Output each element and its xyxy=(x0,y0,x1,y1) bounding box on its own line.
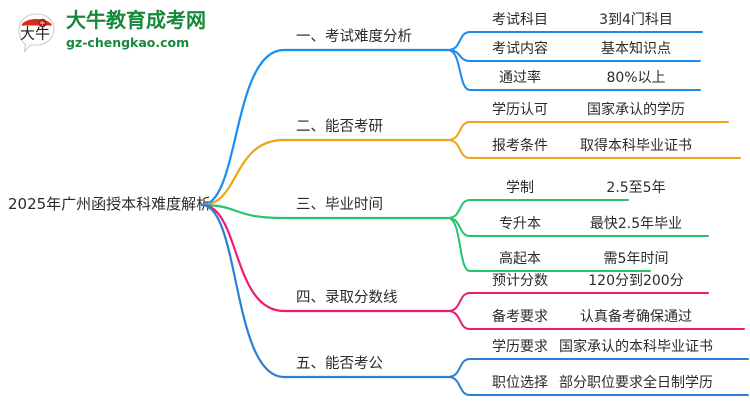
mindmap-leaf-key: 学历认可 xyxy=(492,102,548,118)
logo-title: 大牛教育成考网 xyxy=(66,8,206,32)
site-logo: 牛 大牛 大牛教育成考网 gz-chengkao.com xyxy=(14,6,214,58)
mindmap-leaf-key: 学历要求 xyxy=(492,339,548,355)
mindmap-leaf-row[interactable]: 学历认可 国家承认的学历 xyxy=(0,99,750,121)
mindmap-leaf-value: 2.5至5年 xyxy=(606,180,666,196)
logo-mark-icon: 牛 大牛 xyxy=(18,13,55,54)
svg-text:大牛: 大牛 xyxy=(20,25,50,43)
mindmap-leaf-value: 取得本科毕业证书 xyxy=(580,138,692,154)
mindmap-leaf-value: 认真备考确保通过 xyxy=(580,309,692,325)
mindmap-leaf-key: 专升本 xyxy=(499,216,541,232)
mindmap-branch-label[interactable]: 五、能否考公 xyxy=(296,356,383,372)
mindmap-leaf-row[interactable]: 职位选择部分职位要求全日制学历 xyxy=(0,372,750,394)
mindmap-leaf-row[interactable]: 学制 2.5至5年 xyxy=(0,177,750,199)
logo-domain: gz-chengkao.com xyxy=(66,35,190,50)
mindmap-branch-label[interactable]: 四、录取分数线 xyxy=(296,290,398,306)
mindmap-leaf-row[interactable]: 备考要求 认真备考确保通过 xyxy=(0,306,750,328)
mindmap-leaf-row[interactable]: 考试科目 3到4门科目 xyxy=(0,9,750,31)
mindmap-leaf-key: 预计分数 xyxy=(492,273,548,289)
mindmap-leaf-row[interactable]: 学历要求国家承认的本科毕业证书 xyxy=(0,336,750,358)
mindmap-leaf-value: 80%以上 xyxy=(606,70,666,86)
mindmap-root-title: 2025年广州函授本科难度解析 xyxy=(8,195,212,213)
mindmap-leaf-key: 考试科目 xyxy=(492,12,548,28)
mindmap-leaf-value: 部分职位要求全日制学历 xyxy=(559,375,713,391)
mindmap-leaf-row[interactable]: 预计分数 120分到200分 xyxy=(0,270,750,292)
mindmap-leaf-key: 学制 xyxy=(506,180,534,196)
mindmap-leaf-value: 3到4门科目 xyxy=(599,12,673,28)
mindmap-leaf-key: 职位选择 xyxy=(492,375,548,391)
logo-text: 大牛教育成考网 gz-chengkao.com xyxy=(66,8,216,51)
mindmap-leaf-value: 需5年时间 xyxy=(603,251,669,267)
mindmap-leaf-row[interactable]: 报考条件 取得本科毕业证书 xyxy=(0,135,750,157)
mindmap-leaf-key: 通过率 xyxy=(499,70,541,86)
mindmap-leaf-key: 报考条件 xyxy=(492,138,548,154)
mindmap-leaf-key: 考试内容 xyxy=(492,41,548,57)
mindmap-leaf-value: 国家承认的学历 xyxy=(587,102,685,118)
mindmap-leaf-row[interactable]: 考试内容 基本知识点 xyxy=(0,38,750,60)
mindmap-leaf-value: 国家承认的本科毕业证书 xyxy=(559,339,713,355)
mindmap-leaf-value: 最快2.5年毕业 xyxy=(589,216,683,232)
mindmap-leaf-row[interactable]: 高起本 需5年时间 xyxy=(0,248,750,270)
mindmap-leaf-row[interactable]: 通过率 80%以上 xyxy=(0,67,750,89)
mindmap-branch-label[interactable]: 三、毕业时间 xyxy=(296,197,383,213)
mindmap-branch-label[interactable]: 一、考试难度分析 xyxy=(296,29,412,45)
mindmap-leaf-row[interactable]: 专升本 最快2.5年毕业 xyxy=(0,213,750,235)
svg-text:牛: 牛 xyxy=(40,19,45,27)
mindmap-branch-label[interactable]: 二、能否考研 xyxy=(296,119,383,135)
mindmap-leaf-value: 120分到200分 xyxy=(588,273,684,289)
mindmap-leaf-key: 高起本 xyxy=(499,251,541,267)
mindmap-leaf-key: 备考要求 xyxy=(492,309,548,325)
mindmap-leaf-value: 基本知识点 xyxy=(601,41,671,57)
